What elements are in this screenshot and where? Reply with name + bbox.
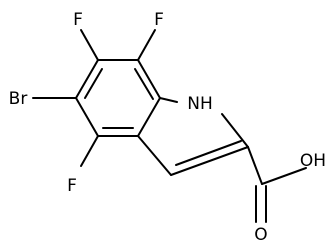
bond-c7-c7a — [137, 59, 161, 99]
bond-c7a-n1 — [159, 97, 178, 103]
bond-c3a-c3 — [137, 135, 172, 176]
bond-c4-f — [80, 135, 99, 167]
bond-cooh-oh — [261, 167, 307, 185]
atom-label-o: O — [254, 225, 267, 245]
bond-c7-c7a-inner — [134, 68, 154, 100]
bond-c3-c2-inner — [175, 140, 242, 166]
atom-label-br: Br — [9, 89, 28, 109]
atom-label-f-c6: F — [73, 10, 83, 30]
bond-n1-c2 — [221, 113, 249, 148]
bond-c5-c6 — [75, 59, 99, 99]
bond-c3-c2 — [170, 146, 249, 176]
atom-label-f-c7: F — [154, 10, 164, 30]
bond-c4-c5 — [75, 97, 99, 137]
bond-c6-f — [80, 29, 99, 61]
atom-label-oh: OH — [300, 151, 326, 171]
atom-label-f-c4: F — [67, 176, 77, 196]
bond-c5-c6-inner — [84, 68, 103, 99]
bond-c2-cooh — [247, 146, 263, 185]
bond-c7a-c3a — [137, 97, 161, 137]
atom-label-nh: NH — [187, 94, 213, 114]
bond-c7-f — [137, 29, 156, 61]
